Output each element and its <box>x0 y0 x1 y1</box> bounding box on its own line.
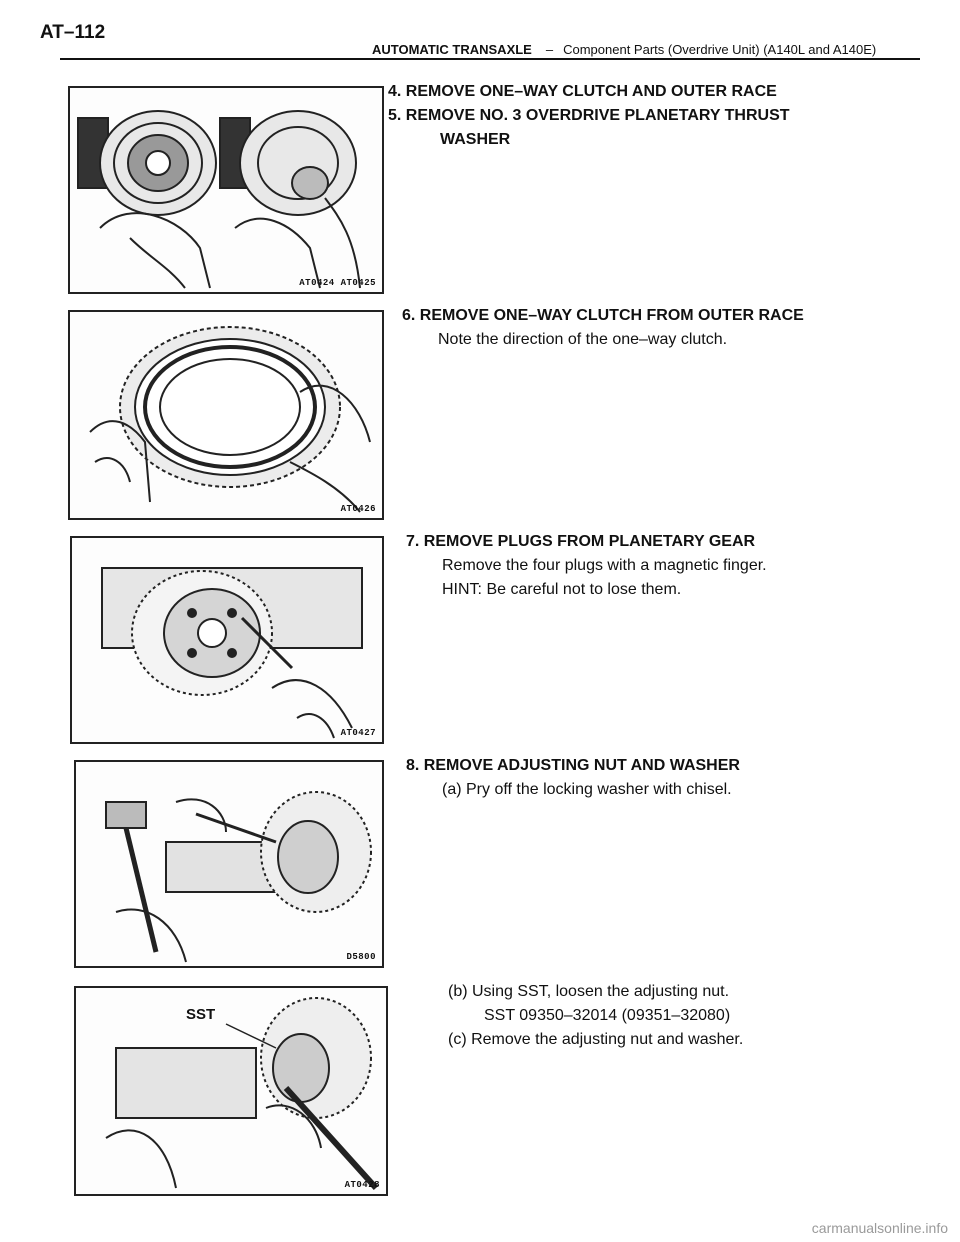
page-number: AT–112 <box>40 22 106 43</box>
illustration-clutch-hands <box>77 110 361 289</box>
step-8a-instruction: (a) Pry off the locking washer with chis… <box>442 781 732 798</box>
step-8c-instruction: (c) Remove the adjusting nut and washer. <box>448 1031 744 1048</box>
step-8-text: 8. REMOVE ADJUSTING NUT AND WASHER (a) P… <box>406 754 740 802</box>
figure-code: AT0427 <box>340 728 376 738</box>
running-header: AUTOMATIC TRANSAXLE–Component Parts (Ove… <box>372 42 876 57</box>
illustration-outer-race-hands <box>89 326 371 513</box>
step-8b-c-text: (b) Using SST, loosen the adjusting nut.… <box>412 980 743 1052</box>
figure-code: AT0424 AT0425 <box>299 278 376 288</box>
step-6-text: 6. REMOVE ONE–WAY CLUTCH FROM OUTER RACE… <box>402 304 804 352</box>
footer-watermark: carmanualsonline.info <box>811 1220 948 1236</box>
figure-clutch-outer-race: AT0426 <box>68 310 384 520</box>
header-separator: – <box>545 42 554 57</box>
figure-sst-adjusting-nut: SST AT0428 <box>74 986 388 1196</box>
figure-code: D5800 <box>346 952 376 962</box>
step-7-hint: HINT: Be careful not to lose them. <box>442 581 682 598</box>
step-4-heading: 4. REMOVE ONE–WAY CLUTCH AND OUTER RACE <box>388 83 777 100</box>
step-8-heading: 8. REMOVE ADJUSTING NUT AND WASHER <box>406 757 740 774</box>
illustration-planetary-gear <box>101 567 363 739</box>
step-7-heading: 7. REMOVE PLUGS FROM PLANETARY GEAR <box>406 533 756 550</box>
step-7-text: 7. REMOVE PLUGS FROM PLANETARY GEAR Remo… <box>406 530 767 602</box>
figure-planetary-gear-plugs: AT0427 <box>70 536 384 744</box>
step-8b-instruction: (b) Using SST, loosen the adjusting nut. <box>448 983 730 1000</box>
section-subtitle: Component Parts (Overdrive Unit) (A140L … <box>563 42 877 57</box>
figure-code: AT0426 <box>340 504 376 514</box>
step-6-heading: 6. REMOVE ONE–WAY CLUTCH FROM OUTER RACE <box>402 307 804 324</box>
step-7-instruction: Remove the four plugs with a magnetic fi… <box>442 557 767 574</box>
section-title: AUTOMATIC TRANSAXLE <box>372 42 532 57</box>
step-6-note: Note the direction of the one–way clutch… <box>438 331 728 348</box>
figure-locking-washer: D5800 <box>74 760 384 968</box>
header-rule <box>60 58 920 60</box>
illustration-sst-wrench <box>105 997 379 1191</box>
sst-callout-label: SST <box>186 1006 216 1023</box>
illustration-chisel-hammer <box>105 791 372 963</box>
step-8b-sst-number: SST 09350–32014 (09351–32080) <box>484 1007 731 1024</box>
step-5-heading-continuation: WASHER <box>440 131 511 148</box>
figure-one-way-clutch-removal: AT0424 AT0425 <box>68 86 384 294</box>
figure-code: AT0428 <box>344 1180 380 1190</box>
step-5-heading: 5. REMOVE NO. 3 OVERDRIVE PLANETARY THRU… <box>388 107 790 124</box>
step-4-5-text: 4. REMOVE ONE–WAY CLUTCH AND OUTER RACE … <box>388 80 790 152</box>
